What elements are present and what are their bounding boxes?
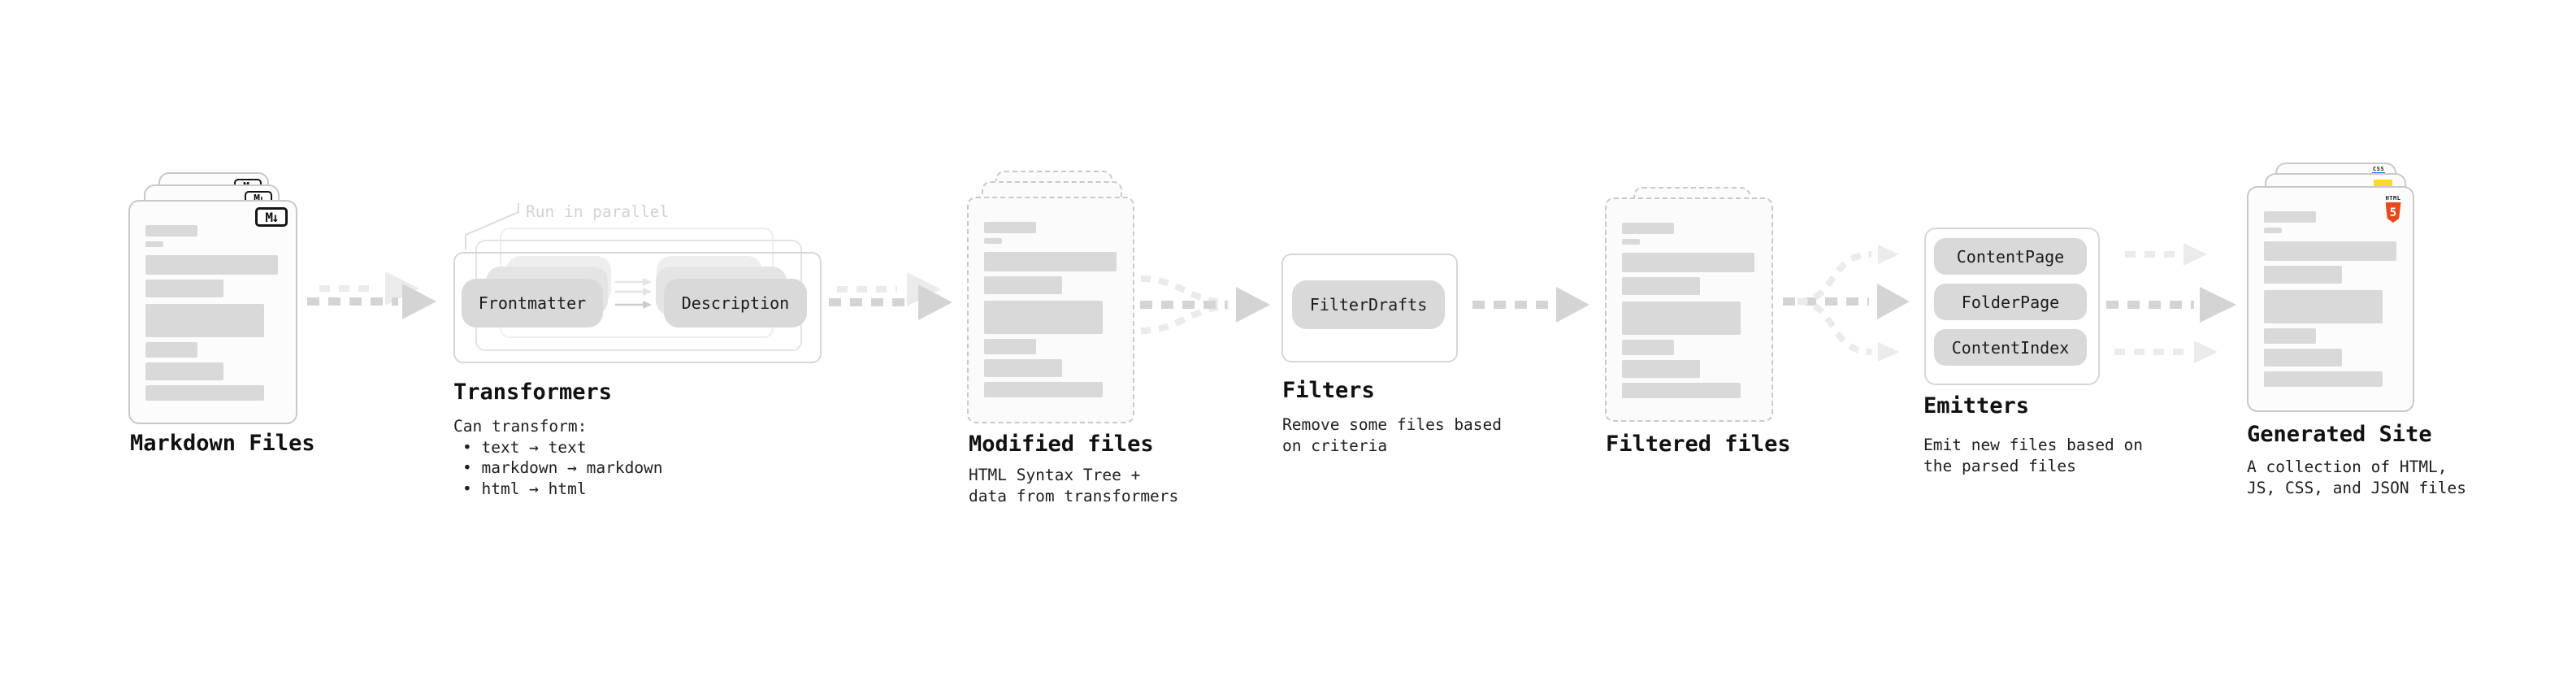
arrow-filters-to-filtered [1472, 287, 1589, 323]
description-line: A collection of HTML, [2247, 458, 2448, 476]
description-line: Remove some files based [1282, 415, 1503, 434]
description-line: HTML Syntax Tree + [969, 466, 1141, 484]
html-file-card: HTML 5 [2247, 186, 2414, 412]
arrow-emitters-to-generated [2106, 243, 2236, 363]
placeholder-bar [2264, 241, 2396, 261]
description-line: data from transformers [969, 486, 1179, 505]
description-line: on criteria [1282, 436, 1388, 455]
emitters-label: Emitters [1923, 393, 2030, 419]
javascript-icon [2374, 180, 2392, 188]
arrow-modified-to-filters [1140, 275, 1270, 334]
placeholder-bar [145, 362, 223, 380]
description-line: Emit new files based on [1923, 436, 2144, 454]
placeholder-bar [1622, 383, 1741, 398]
placeholder-bar [145, 225, 197, 236]
placeholder-bar [145, 255, 278, 275]
html5-icon-word: HTML [2385, 195, 2401, 202]
placeholder-bar [984, 359, 1062, 377]
emitters-box [1924, 228, 2100, 385]
placeholder-bar [145, 385, 264, 401]
arrow-markdown-to-transformers [307, 271, 436, 319]
placeholder-bar [145, 342, 197, 358]
placeholder-bar [984, 339, 1036, 354]
placeholder-bar [1622, 223, 1674, 234]
css-icon-label: CSS [2372, 166, 2385, 172]
arrow-transformers-to-modified [829, 272, 952, 320]
filters-description: Remove some files based on criteria [1282, 414, 1502, 456]
folderpage-pill: FolderPage [1934, 284, 2087, 320]
placeholder-bar [984, 238, 1002, 244]
placeholder-bar [1622, 340, 1674, 355]
placeholder-bar [1622, 301, 1741, 335]
modified-files-description: HTML Syntax Tree + data from transformer… [969, 465, 1178, 506]
placeholder-bar [145, 241, 163, 247]
placeholder-bar [145, 304, 264, 337]
html5-icon: HTML 5 [2384, 196, 2402, 223]
placeholder-bar [984, 222, 1036, 233]
html5-icon-shield: 5 [2385, 202, 2401, 223]
frontmatter-pill: Frontmatter [462, 279, 603, 327]
transformer-box-front [453, 252, 822, 363]
placeholder-bar [984, 301, 1103, 334]
placeholder-bar [2264, 328, 2316, 344]
modified-files-label: Modified files [969, 432, 1154, 457]
placeholder-bar [2264, 211, 2316, 223]
description-line: Can transform: [453, 417, 588, 436]
generated-site-description: A collection of HTML, JS, CSS, and JSON … [2247, 457, 2466, 498]
placeholder-bar [2264, 290, 2383, 323]
emitters-description: Emit new files based on the parsed files [1923, 435, 2143, 476]
transformers-description: Can transform: • text → text • markdown … [453, 416, 663, 499]
filterdrafts-pill: FilterDrafts [1292, 280, 1445, 329]
placeholder-bar [2264, 228, 2282, 233]
placeholder-bar [2264, 371, 2383, 387]
transformers-label: Transformers [453, 380, 613, 405]
description-pill: Description [664, 279, 807, 327]
placeholder-bar [984, 382, 1103, 397]
filters-box [1281, 254, 1458, 362]
arrow-filtered-to-emitters [1783, 245, 1910, 362]
markdown-files-label: Markdown Files [130, 431, 315, 456]
filtered-file-card-front [1605, 197, 1773, 422]
placeholder-bar [984, 276, 1062, 294]
filtered-files-label: Filtered files [1606, 432, 1791, 457]
placeholder-bar [1622, 360, 1700, 378]
placeholder-bar [2264, 349, 2342, 367]
description-line: • html → html [462, 479, 587, 498]
description-line: JS, CSS, and JSON files [2247, 478, 2467, 497]
placeholder-bar [2264, 266, 2342, 284]
generated-site-label: Generated Site [2247, 422, 2432, 447]
contentindex-pill: ContentIndex [1934, 329, 2087, 366]
description-line: • text → text [462, 437, 587, 457]
contentpage-pill: ContentPage [1934, 238, 2087, 275]
placeholder-bar [984, 252, 1117, 271]
placeholder-bar [145, 280, 223, 297]
markdown-file-card-front: M↓ [128, 200, 297, 424]
placeholder-bar [1622, 253, 1754, 272]
description-line: • markdown → markdown [462, 458, 663, 477]
placeholder-bar [1622, 277, 1700, 295]
markdown-icon: M↓ [255, 207, 288, 227]
run-in-parallel-annotation: Run in parallel [526, 202, 670, 221]
placeholder-bar [1622, 239, 1640, 245]
modified-file-card-front [967, 197, 1134, 423]
filters-label: Filters [1282, 378, 1375, 403]
description-line: the parsed files [1923, 456, 2076, 475]
